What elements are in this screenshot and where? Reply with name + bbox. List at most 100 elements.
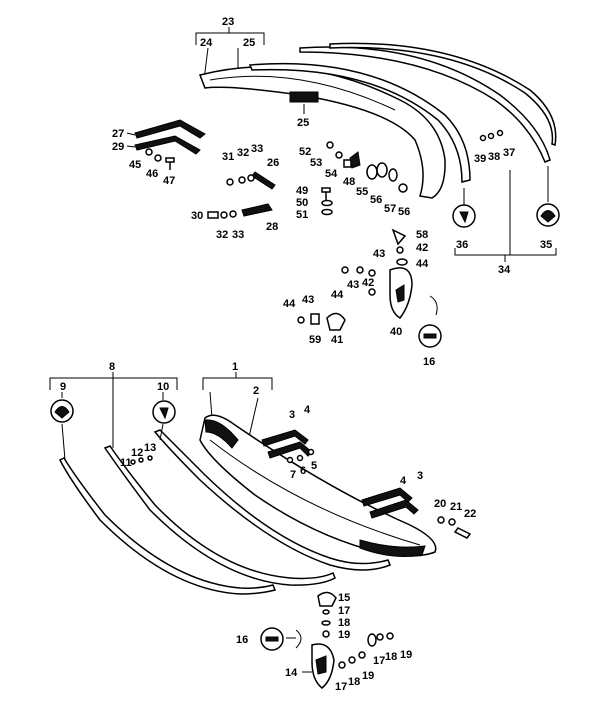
bracket-bar-4a bbox=[267, 441, 313, 459]
front-bumper-assembly bbox=[49, 372, 472, 689]
front-guard-strip bbox=[153, 429, 391, 571]
nut-19a bbox=[322, 630, 330, 638]
front-bumper-bar bbox=[199, 414, 437, 557]
mounting-bar-29 bbox=[134, 135, 201, 155]
callout-54: 54 bbox=[325, 168, 338, 180]
front-trim-moulding bbox=[58, 457, 277, 595]
nut-19c bbox=[386, 632, 394, 640]
callout-18: 18 bbox=[338, 617, 350, 629]
washer-18a bbox=[321, 620, 331, 626]
washer-6 bbox=[296, 454, 304, 462]
callout-45: 45 bbox=[129, 159, 141, 171]
bolt-47 bbox=[165, 157, 175, 170]
callout-44: 44 bbox=[283, 298, 296, 310]
callout-42: 42 bbox=[362, 277, 374, 289]
washer-32b bbox=[220, 211, 228, 219]
callout-22: 22 bbox=[464, 508, 476, 520]
washer-17b bbox=[338, 661, 346, 669]
callout-38: 38 bbox=[488, 151, 500, 163]
callout-43: 43 bbox=[347, 279, 359, 291]
nut-20 bbox=[437, 516, 445, 524]
washer-42b bbox=[368, 288, 376, 296]
callout-19: 19 bbox=[338, 629, 350, 641]
callout-11: 11 bbox=[120, 457, 132, 469]
callout-30: 30 bbox=[191, 210, 203, 222]
rear-bumper-upper bbox=[248, 62, 471, 183]
callout-52: 52 bbox=[299, 146, 311, 158]
callout-53: 53 bbox=[310, 157, 322, 169]
washer-17c bbox=[367, 633, 377, 647]
rear-bumper-bar bbox=[198, 65, 446, 199]
callout-39: 39 bbox=[474, 153, 486, 165]
callout-56: 56 bbox=[398, 206, 410, 218]
callout-32: 32 bbox=[237, 147, 249, 159]
callout-19: 19 bbox=[362, 670, 374, 682]
washer-50 bbox=[321, 199, 333, 207]
rear-guard-strip-inner bbox=[329, 42, 557, 146]
plate-59 bbox=[310, 313, 320, 325]
callout-17: 17 bbox=[373, 655, 385, 667]
front-lower-strip bbox=[103, 445, 336, 586]
callout-26: 26 bbox=[267, 157, 279, 169]
callout-42: 42 bbox=[416, 242, 428, 254]
callout-16: 16 bbox=[423, 356, 435, 368]
bolt-5 bbox=[307, 448, 315, 456]
callout-59: 59 bbox=[309, 334, 321, 346]
callout-36: 36 bbox=[456, 239, 468, 251]
callout-40: 40 bbox=[390, 326, 402, 338]
callout-14: 14 bbox=[285, 667, 298, 679]
callout-25: 25 bbox=[243, 37, 255, 49]
callout-34: 34 bbox=[498, 264, 511, 276]
callout-29: 29 bbox=[112, 141, 124, 153]
callout-18: 18 bbox=[385, 651, 397, 663]
callout-6: 6 bbox=[300, 465, 306, 477]
callout-12: 12 bbox=[131, 447, 143, 459]
bolt-30 bbox=[207, 211, 219, 219]
cap-56b bbox=[398, 183, 408, 193]
callout-7: 7 bbox=[290, 469, 296, 481]
bracket-bar-3a bbox=[261, 429, 309, 447]
nut-7 bbox=[286, 456, 294, 464]
washer-44c bbox=[297, 316, 305, 324]
callout-58: 58 bbox=[416, 229, 428, 241]
washer-32 bbox=[238, 176, 246, 184]
callout-27: 27 bbox=[112, 128, 124, 140]
washer-21 bbox=[448, 518, 456, 526]
washer-51 bbox=[321, 208, 333, 216]
washer-46 bbox=[154, 154, 162, 162]
callout-17: 17 bbox=[338, 605, 350, 617]
washer-53 bbox=[335, 151, 343, 159]
clip-37 bbox=[496, 129, 504, 137]
callout-19: 19 bbox=[400, 649, 412, 661]
callout-9: 9 bbox=[60, 381, 66, 393]
callout-33: 33 bbox=[232, 229, 244, 241]
callout-28: 28 bbox=[266, 221, 278, 233]
callout-16: 16 bbox=[236, 634, 248, 646]
washer-33b bbox=[229, 210, 237, 218]
callout-3: 3 bbox=[417, 470, 423, 482]
washer-18b bbox=[348, 656, 356, 664]
callout-56: 56 bbox=[370, 194, 382, 206]
callout-17: 17 bbox=[335, 681, 347, 693]
callout-25: 25 bbox=[297, 117, 309, 129]
callout-44: 44 bbox=[416, 258, 429, 270]
nut-57 bbox=[388, 168, 398, 182]
rear-guard-strip-outer bbox=[299, 46, 551, 163]
callout-23: 23 bbox=[222, 16, 234, 28]
callout-46: 46 bbox=[146, 168, 158, 180]
bolt-44b bbox=[341, 266, 349, 274]
callout-33: 33 bbox=[251, 143, 263, 155]
washer-43c bbox=[368, 269, 376, 277]
callout-44: 44 bbox=[331, 289, 344, 301]
callout-32: 32 bbox=[216, 229, 228, 241]
callout-43: 43 bbox=[302, 294, 314, 306]
callout-35: 35 bbox=[540, 239, 552, 251]
callout-4: 4 bbox=[304, 404, 311, 416]
callout-18: 18 bbox=[348, 676, 360, 688]
callout-21: 21 bbox=[450, 501, 462, 513]
rear-bumper-assembly bbox=[126, 27, 560, 348]
callout-37: 37 bbox=[503, 147, 515, 159]
washer-17a bbox=[322, 609, 330, 615]
callout-47: 47 bbox=[163, 175, 175, 187]
